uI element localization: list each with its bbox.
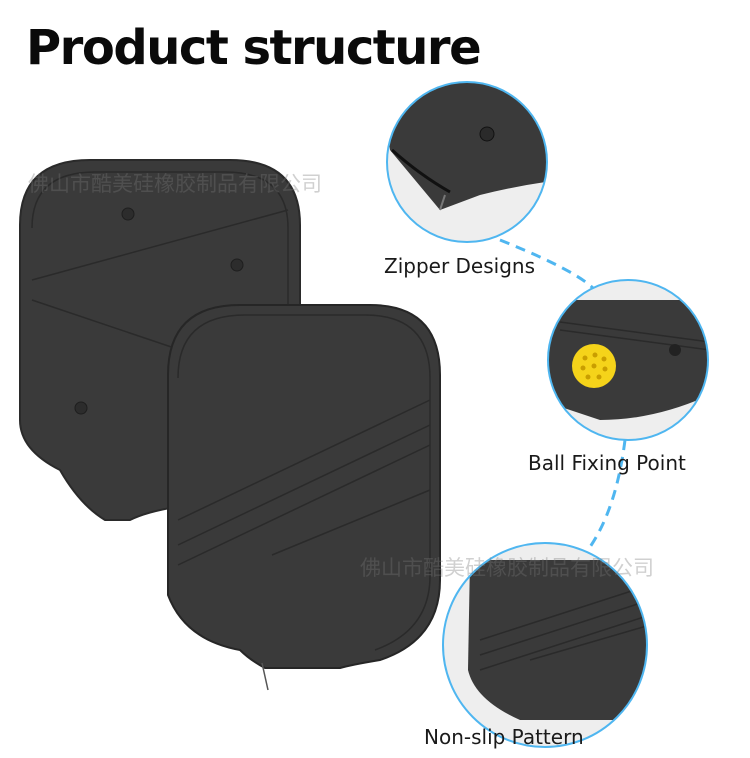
front-cover xyxy=(167,304,441,691)
feature-label-zipper: Zipper Designs xyxy=(384,254,536,278)
ball-fixing-detail-circle xyxy=(547,279,709,441)
watermark-text-2: 佛山市酷美硅橡胶制品有限公司 xyxy=(360,556,654,580)
feature-label-ball-fixing: Ball Fixing Point xyxy=(528,451,686,475)
page-title: Product structure xyxy=(26,20,482,76)
connector-dashed-arc xyxy=(499,238,627,561)
feature-label-non-slip: Non-slip Pattern xyxy=(424,725,584,749)
zipper-detail-circle xyxy=(386,81,548,243)
watermark-text: 佛山市酷美硅橡胶制品有限公司 xyxy=(28,172,322,196)
non-slip-detail-circle xyxy=(442,542,648,748)
